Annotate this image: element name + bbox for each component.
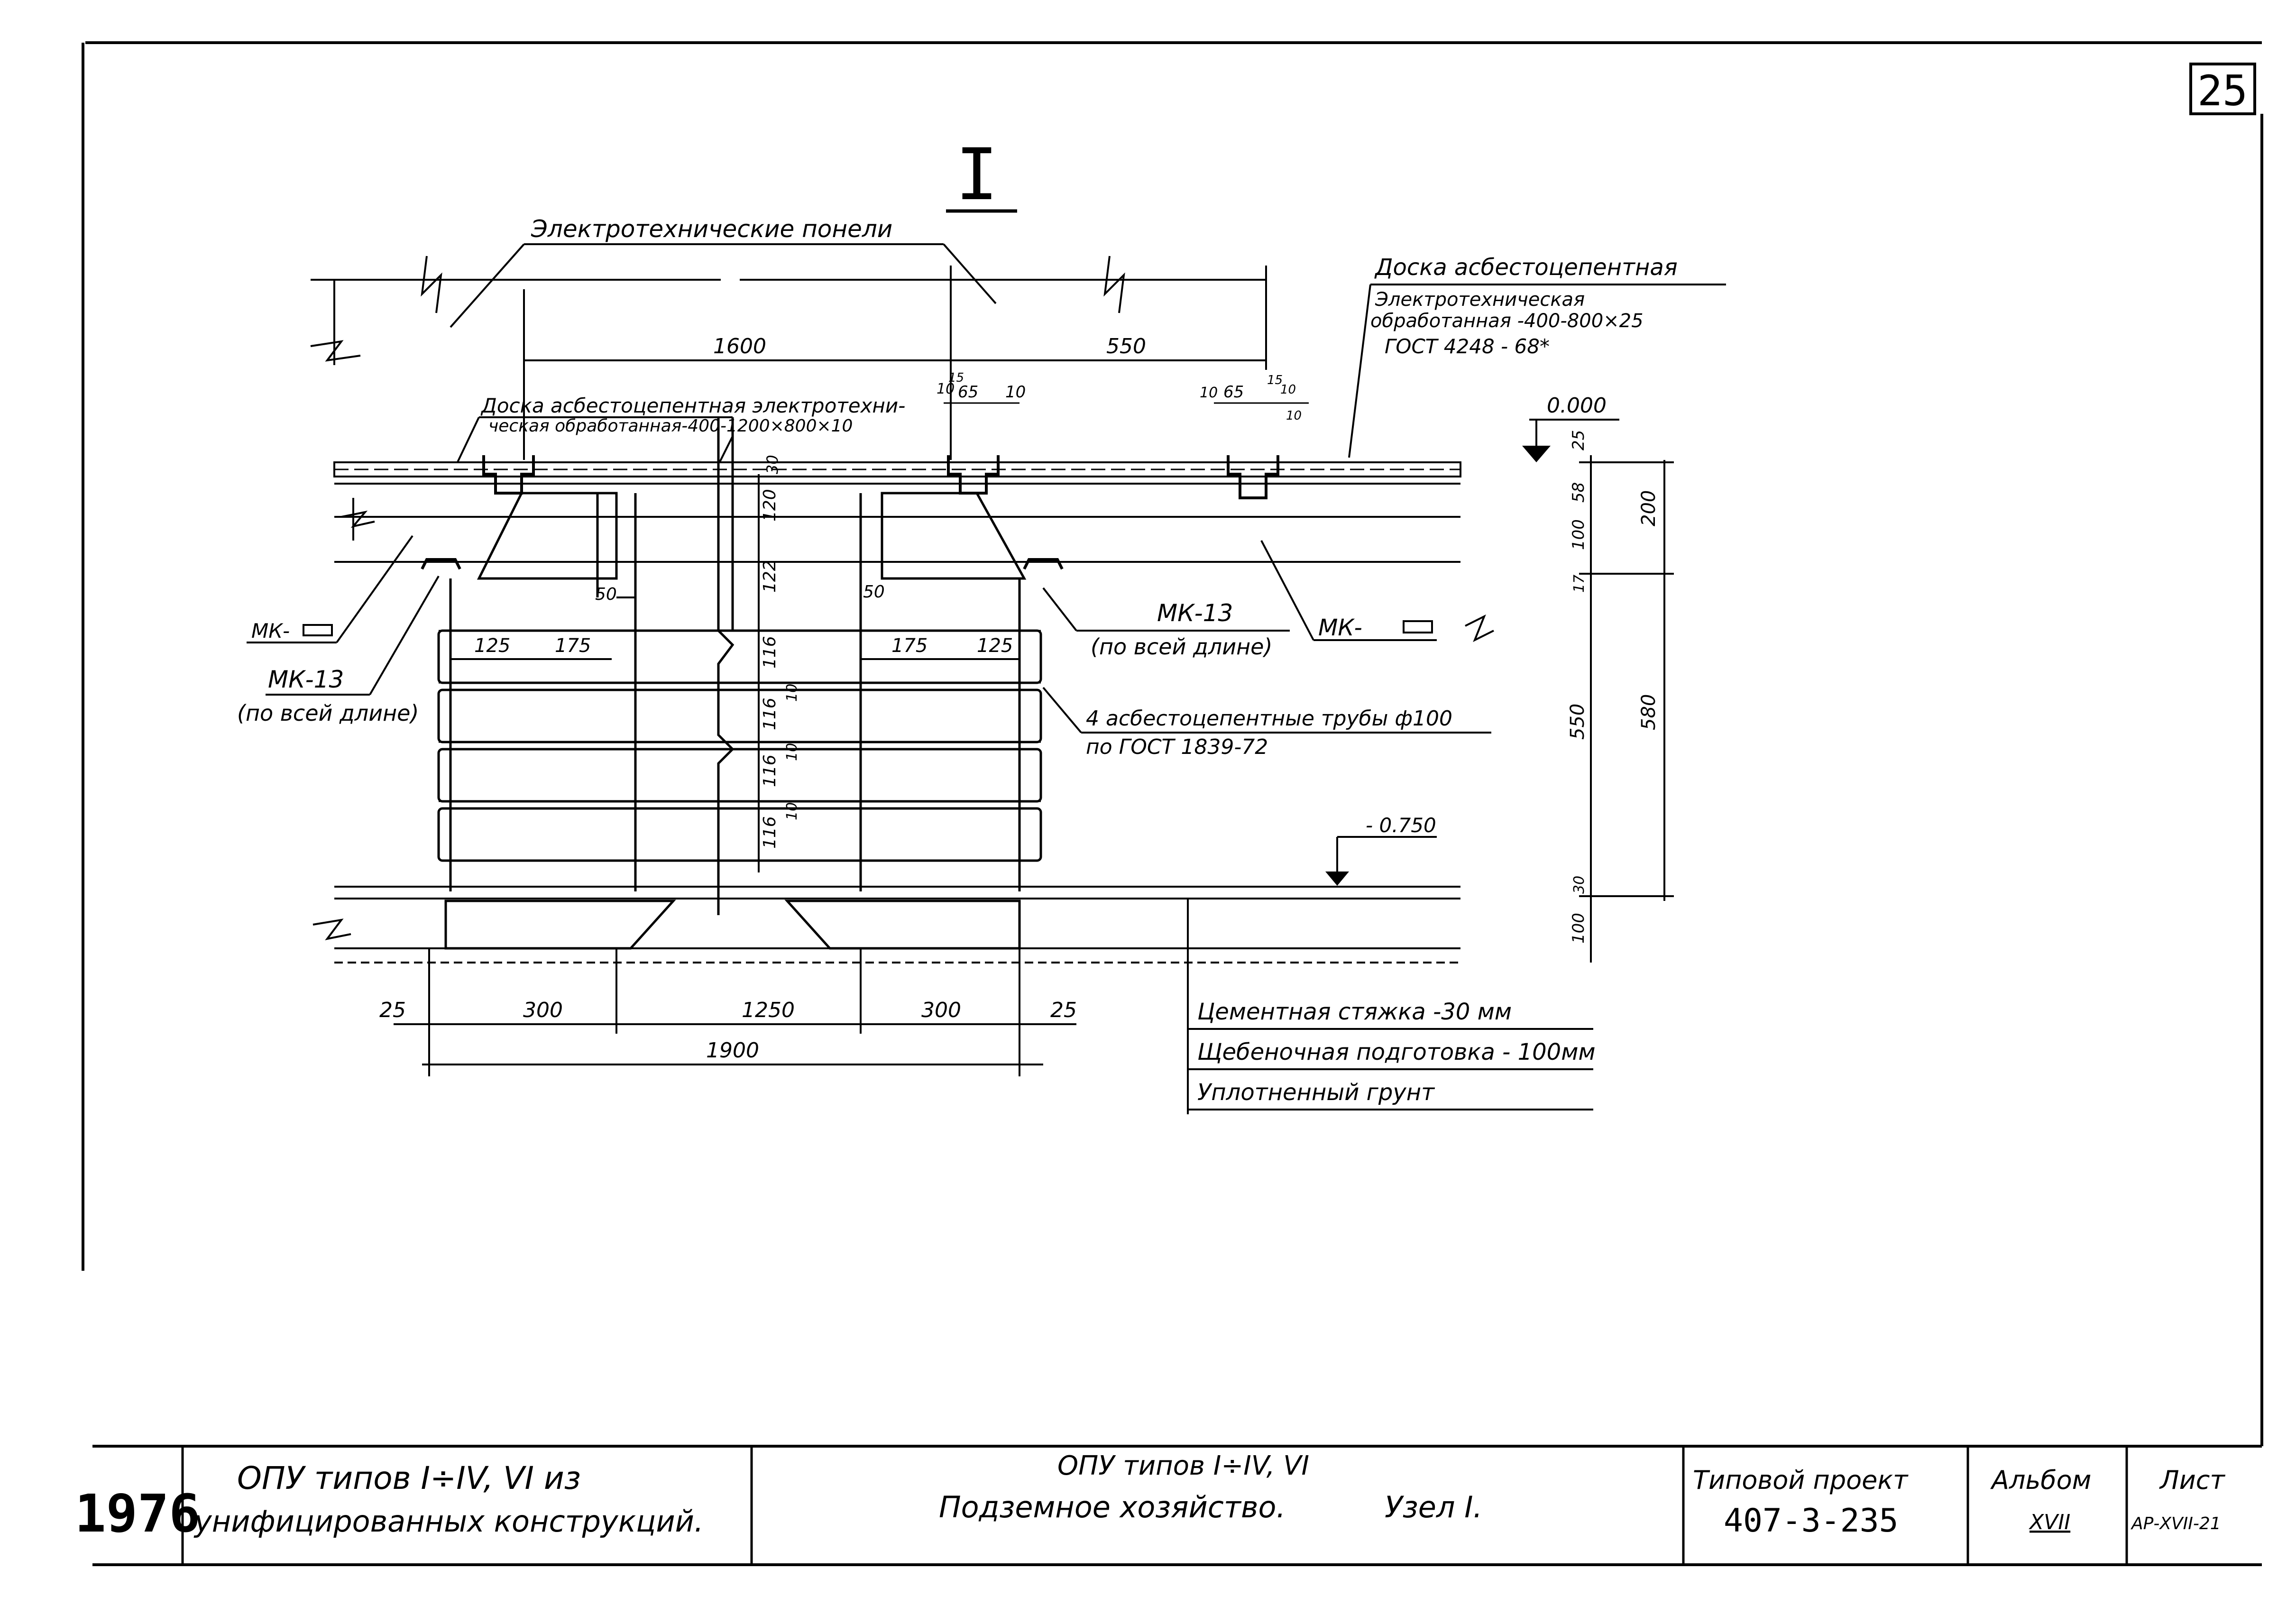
mk13-left-2: (по всей длине) (237, 700, 419, 726)
dim-10h: 10 (784, 802, 800, 820)
dim-r580: 580 (1638, 694, 1660, 730)
board-right-line-1: Доска асбестоцепентная (1374, 254, 1678, 281)
dim-15b: 15 (1267, 373, 1283, 387)
title-block: 1976 ОПУ типов I÷IV, VI из унифицированн… (75, 1445, 2262, 1566)
pipes-label: 4 асбестоцепентные трубы ф100 по ГОСТ 18… (1042, 687, 1491, 759)
dim-10f: 10 (784, 684, 800, 702)
tb-sheet-value: АР-XVII-21 (2131, 1514, 2221, 1533)
legend-row-3: Уплотненный грунт (1197, 1079, 1435, 1106)
dim-125a: 125 (474, 635, 510, 657)
node-mark-text: I (955, 134, 998, 216)
bottom-dimensions: 25 300 1250 300 25 1900 (379, 948, 1077, 1076)
tb-left-2: унифицированных конструкций. (193, 1504, 704, 1539)
tb-year: 1976 (75, 1483, 201, 1544)
dim-175a: 175 (555, 635, 591, 657)
dim-10g: 10 (784, 743, 800, 761)
board-right-line-3: обработанная -400-800×25 (1370, 310, 1644, 332)
pipes-label-2: по ГОСТ 1839-72 (1086, 735, 1268, 759)
board-right-line-4: ГОСТ 4248 - 68* (1385, 335, 1550, 358)
dim-116c: 116 (760, 754, 780, 787)
legend-row-2: Щебеночная подготовка - 100мм (1197, 1039, 1596, 1065)
dim-10c: 10 (1200, 385, 1218, 401)
dim-r550: 550 (1567, 704, 1589, 740)
mk-right: МК- (1318, 615, 1362, 641)
sheet-number: 25 (2197, 66, 2248, 115)
board-left-line-1: Доска асбестоцепентная электротехни- (480, 394, 905, 417)
bottom-bed (312, 886, 1460, 963)
mk13-mid-1: МК-13 (1157, 599, 1233, 627)
dim-10b: 10 (1005, 383, 1026, 402)
level-bottom: - 0.750 (1366, 814, 1436, 837)
sheet-number-box: 25 (2189, 63, 2256, 115)
level-bottom-marker: - 0.750 (1325, 814, 1437, 886)
legend-row-1: Цементная стяжка -30 мм (1197, 999, 1512, 1025)
pipes (437, 417, 1042, 915)
dim-116d: 116 (760, 816, 780, 849)
dim-50b: 50 (863, 582, 885, 602)
pipe-dimensions: 125 175 175 125 30 120 122 116 116 116 1… (450, 455, 1019, 872)
tb-sheet-label: Лист (2159, 1465, 2225, 1495)
left-board-label: Доска асбестоцепентная электротехни- чес… (454, 394, 905, 475)
dim-120: 120 (760, 489, 780, 522)
tb-mid-3: Узел I. (1385, 1490, 1482, 1524)
dim-116a: 116 (760, 636, 780, 669)
right-dimensions: 25 58 100 200 17 550 580 30 100 (1567, 430, 1674, 963)
board-right-line-2: Электротехническая (1375, 289, 1585, 311)
pipes-label-1: 4 асбестоцепентные трубы ф100 (1086, 706, 1452, 731)
tb-mid-1: ОПУ типов I÷IV, VI (1057, 1450, 1309, 1481)
dim-r58: 58 (1569, 482, 1588, 503)
dim-10d: 10 (1280, 383, 1296, 397)
dim-10a: 10 (937, 381, 955, 397)
dim-b1250: 1250 (742, 998, 795, 1022)
dim-r17: 17 (1571, 575, 1588, 593)
dim-65a: 65 (958, 383, 978, 402)
level-top-marker: 0.000 (1522, 394, 1619, 462)
tb-album-value: XVII (2029, 1510, 2070, 1534)
mk-left: МК- (251, 619, 290, 642)
tb-mid-2: Подземное хозяйство. (939, 1490, 1286, 1524)
mk-labels: МК- МК-13 (по всей длине) МК-13 (по всей… (237, 535, 1494, 726)
tb-album-label: Альбом (1990, 1465, 2091, 1495)
dim-r100a: 100 (1569, 519, 1588, 550)
node-mark: I (946, 134, 1017, 216)
panels-label: Электротехнические понели (531, 215, 892, 243)
dim-30: 30 (763, 455, 781, 474)
top-dimensions: 1600 550 10 15 65 10 10 65 15 10 10 (310, 256, 1309, 460)
floor-slab (333, 461, 1461, 563)
tb-project-number: 407-3-235 (1724, 1502, 1898, 1540)
dim-r30: 30 (1571, 876, 1588, 894)
mk13-left-1: МК-13 (268, 666, 344, 693)
dim-b300b: 300 (921, 998, 961, 1022)
dim-65b: 65 (1223, 383, 1244, 402)
tb-left-1: ОПУ типов I÷IV, VI из (237, 1460, 581, 1496)
level-top: 0.000 (1547, 394, 1607, 418)
dim-15a: 15 (948, 371, 964, 385)
dim-1600: 1600 (713, 334, 766, 358)
dim-50a: 50 (595, 585, 617, 604)
dim-r25: 25 (1569, 430, 1588, 450)
dim-116b: 116 (760, 697, 780, 730)
sheet-frame (82, 41, 2263, 1446)
tb-project-label: Типовой проект (1693, 1465, 1909, 1495)
dim-r200: 200 (1638, 490, 1660, 526)
channels (421, 455, 1279, 570)
board-left-line-2: ческая обработанная-400-1200×800×10 (488, 416, 853, 436)
dim-125b: 125 (977, 635, 1013, 657)
dim-b1900: 1900 (706, 1038, 759, 1063)
right-foundation: 50 (859, 492, 1027, 891)
dim-b300a: 300 (523, 998, 563, 1022)
mk13-mid-2: (по всей длине) (1091, 634, 1272, 660)
dim-b25a: 25 (379, 998, 406, 1022)
dim-10e: 10 (1286, 409, 1302, 423)
dim-b25b: 25 (1050, 998, 1077, 1022)
material-legend: Цементная стяжка -30 мм Щебеночная подго… (1187, 899, 1596, 1114)
dim-175b: 175 (891, 635, 928, 657)
dim-r100b: 100 (1569, 913, 1588, 944)
dim-550-top: 550 (1106, 334, 1146, 358)
dim-122: 122 (760, 560, 780, 593)
panel-label-group: Электротехнические понели (450, 215, 997, 328)
right-board-label: Доска асбестоцепентная Электротехническа… (1348, 254, 1726, 458)
left-foundation: 50 (449, 492, 637, 891)
